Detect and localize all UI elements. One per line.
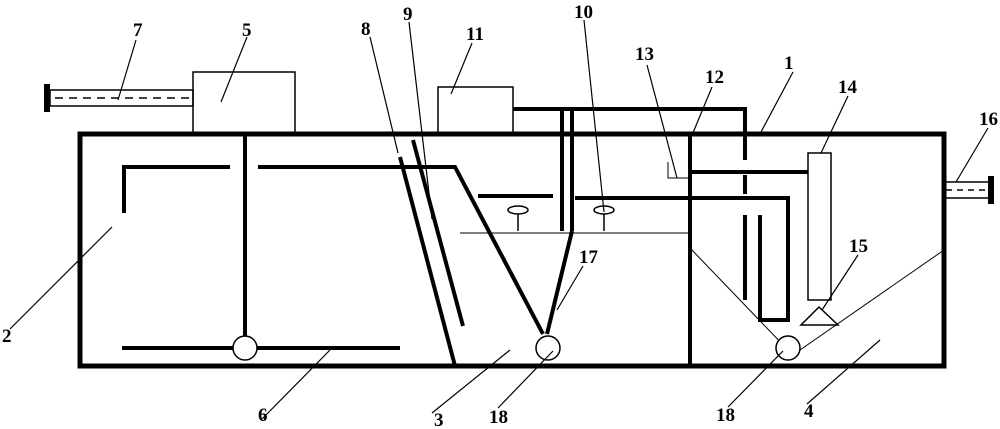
sprinkler-right — [593, 205, 615, 231]
inlet-distribution-pipe — [122, 165, 230, 213]
label-9: 9 — [403, 4, 413, 25]
label-10: 10 — [574, 2, 593, 23]
top-pipe — [513, 107, 747, 160]
level-sensor-13 — [667, 162, 690, 179]
filter-column-14 — [807, 152, 832, 301]
pump-box-11 — [437, 86, 514, 135]
sludge-pump-right — [775, 335, 801, 361]
outlet-pipe — [943, 176, 994, 204]
hopper-right — [799, 249, 945, 351]
label-18-right: 18 — [716, 405, 735, 426]
inlet-flange — [44, 84, 50, 112]
diffuser-15 — [799, 305, 840, 326]
leader-lines — [9, 19, 989, 420]
label-8: 8 — [361, 19, 371, 40]
sprinkler-left — [507, 205, 529, 231]
label-6: 6 — [258, 405, 268, 426]
label-14: 14 — [838, 77, 858, 98]
inclined-plate-8 — [398, 156, 457, 367]
inclined-plate-9 — [411, 139, 465, 327]
label-15: 15 — [849, 236, 868, 257]
label-2: 2 — [2, 326, 12, 347]
label-18-middle: 18 — [489, 407, 508, 428]
label-7: 7 — [133, 20, 143, 41]
label-1: 1 — [784, 53, 794, 74]
lower-right-pipe — [575, 196, 790, 322]
outlet-flange — [988, 176, 994, 204]
label-12: 12 — [705, 67, 724, 88]
label-4: 4 — [804, 401, 814, 422]
label-11: 11 — [466, 24, 484, 45]
sloped-baffle — [258, 165, 545, 335]
label-5: 5 — [242, 20, 252, 41]
equipment-box-5 — [192, 71, 296, 135]
aerator-left — [232, 335, 258, 361]
label-13: 13 — [635, 44, 654, 65]
sludge-pump-middle — [535, 335, 561, 361]
hopper-left — [689, 247, 789, 351]
sludge-return-pipe — [545, 230, 574, 335]
label-16: 16 — [979, 109, 998, 130]
label-3: 3 — [434, 410, 444, 429]
label-17: 17 — [579, 247, 599, 268]
